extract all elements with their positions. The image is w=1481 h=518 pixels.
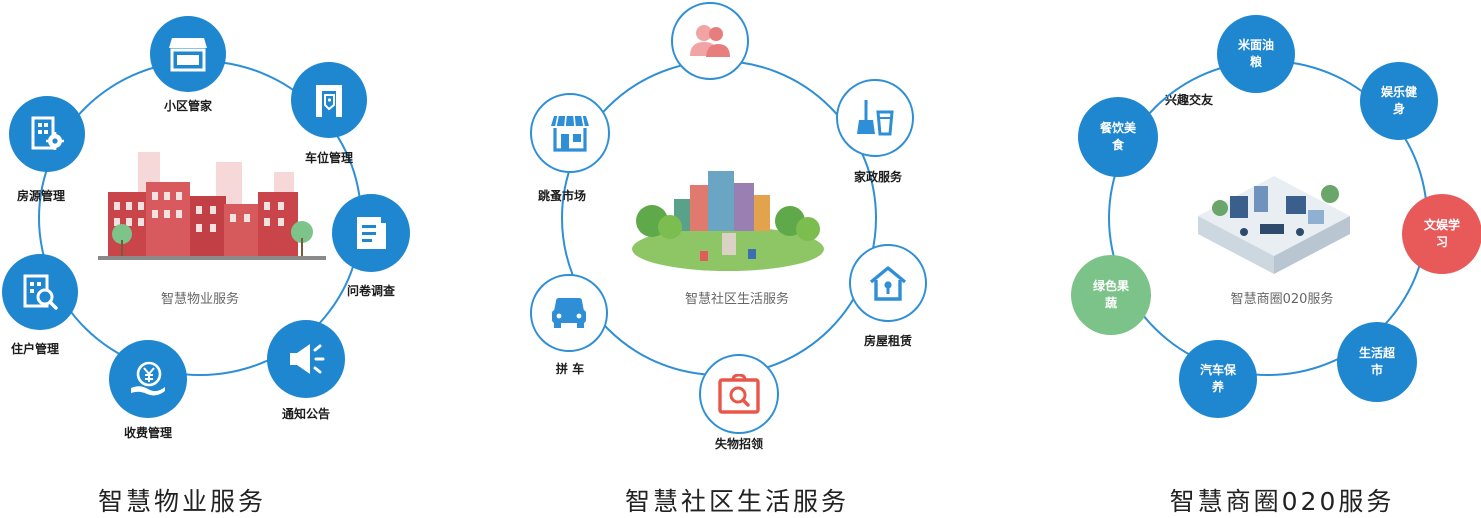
lost-found-icon bbox=[718, 374, 760, 414]
node-label: 米面油粮 bbox=[1237, 38, 1274, 69]
panel-caption: 智慧商圈020服务 bbox=[1169, 487, 1395, 516]
node-label: 小区管家 bbox=[163, 99, 213, 113]
node-house-rental[interactable] bbox=[849, 244, 927, 322]
node-car-maintenance[interactable]: 汽车保养 bbox=[1179, 340, 1257, 418]
node-label: 失物招领 bbox=[714, 437, 764, 451]
node-label: 拼 车 bbox=[555, 362, 585, 376]
car-icon bbox=[552, 298, 586, 328]
node-interest-friends[interactable] bbox=[671, 2, 749, 80]
storefront-icon bbox=[169, 38, 207, 72]
node-label: 娱乐健身 bbox=[1380, 85, 1417, 116]
panel-caption: 智慧物业服务 bbox=[97, 487, 267, 516]
node-grain-oil[interactable]: 米面油粮 bbox=[1217, 15, 1295, 93]
node-parking-management[interactable] bbox=[291, 62, 367, 138]
node-label: 跳蚤市场 bbox=[537, 189, 587, 203]
building-gear-icon bbox=[31, 116, 64, 150]
node-label: 绿色果蔬 bbox=[1092, 279, 1129, 310]
node-label: 文娱学习 bbox=[1423, 218, 1460, 249]
survey-icon bbox=[357, 217, 386, 249]
panel-caption: 智慧社区生活服务 bbox=[624, 487, 850, 516]
node-carpool[interactable] bbox=[530, 274, 608, 352]
node-label: 家政服务 bbox=[853, 170, 903, 184]
node-entertainment-fitness[interactable]: 娱乐健身 bbox=[1360, 62, 1438, 140]
node-flea-market[interactable] bbox=[530, 93, 610, 173]
node-housekeeping[interactable] bbox=[836, 79, 914, 157]
node-notice[interactable] bbox=[267, 320, 345, 398]
node-label: 收费管理 bbox=[123, 426, 173, 440]
house-key-icon bbox=[869, 266, 907, 301]
business-district-illustration bbox=[1198, 176, 1350, 274]
node-green-produce[interactable]: 绿色果蔬 bbox=[1071, 255, 1151, 335]
community-park-illustration bbox=[632, 171, 824, 271]
resident-search-icon bbox=[23, 274, 58, 310]
node-resident-management[interactable] bbox=[2, 254, 78, 330]
panel-community-life-service: 智慧社区生活服务 兴趣交友 家政服务 房屋租赁 bbox=[480, 0, 1213, 516]
panel-business-o2o-service: 智慧商圈020服务 米面油粮 娱乐健身 文娱学习 生活超市 汽车保养 绿色果蔬 … bbox=[1060, 0, 1481, 516]
node-fee-management[interactable] bbox=[109, 340, 187, 418]
node-label: 生活超市 bbox=[1358, 346, 1395, 377]
panel-property-service: 智慧物业服务 小区管家 车位管理 问卷调查 bbox=[0, 0, 480, 516]
node-label: 房屋租赁 bbox=[863, 334, 913, 348]
node-label: 通知公告 bbox=[281, 407, 331, 421]
property-buildings-illustration bbox=[98, 152, 326, 260]
parking-gate-icon bbox=[316, 85, 342, 117]
market-stall-icon bbox=[551, 115, 589, 152]
node-survey[interactable] bbox=[332, 194, 410, 272]
node-label: 餐饮美食 bbox=[1099, 121, 1136, 152]
megaphone-icon bbox=[290, 344, 325, 374]
yuan-hand-icon bbox=[131, 361, 165, 396]
node-community-butler[interactable] bbox=[150, 16, 226, 92]
node-dining[interactable]: 餐饮美食 bbox=[1078, 97, 1158, 177]
node-lost-found[interactable] bbox=[699, 354, 779, 434]
node-label: 房源管理 bbox=[16, 189, 66, 203]
center-caption: 智慧物业服务 bbox=[160, 292, 240, 307]
node-label: 住户管理 bbox=[10, 342, 60, 356]
node-culture-learning[interactable]: 文娱学习 bbox=[1402, 194, 1481, 274]
node-label: 汽车保养 bbox=[1199, 363, 1236, 394]
node-housing-management[interactable] bbox=[9, 96, 85, 172]
node-supermarket[interactable]: 生活超市 bbox=[1337, 322, 1417, 402]
node-label: 车位管理 bbox=[304, 151, 354, 165]
people-icon bbox=[690, 25, 730, 57]
node-label: 问卷调查 bbox=[346, 284, 396, 298]
center-caption: 智慧商圈020服务 bbox=[1230, 292, 1334, 307]
center-caption: 智慧社区生活服务 bbox=[684, 292, 790, 307]
broom-bucket-icon bbox=[857, 100, 894, 136]
